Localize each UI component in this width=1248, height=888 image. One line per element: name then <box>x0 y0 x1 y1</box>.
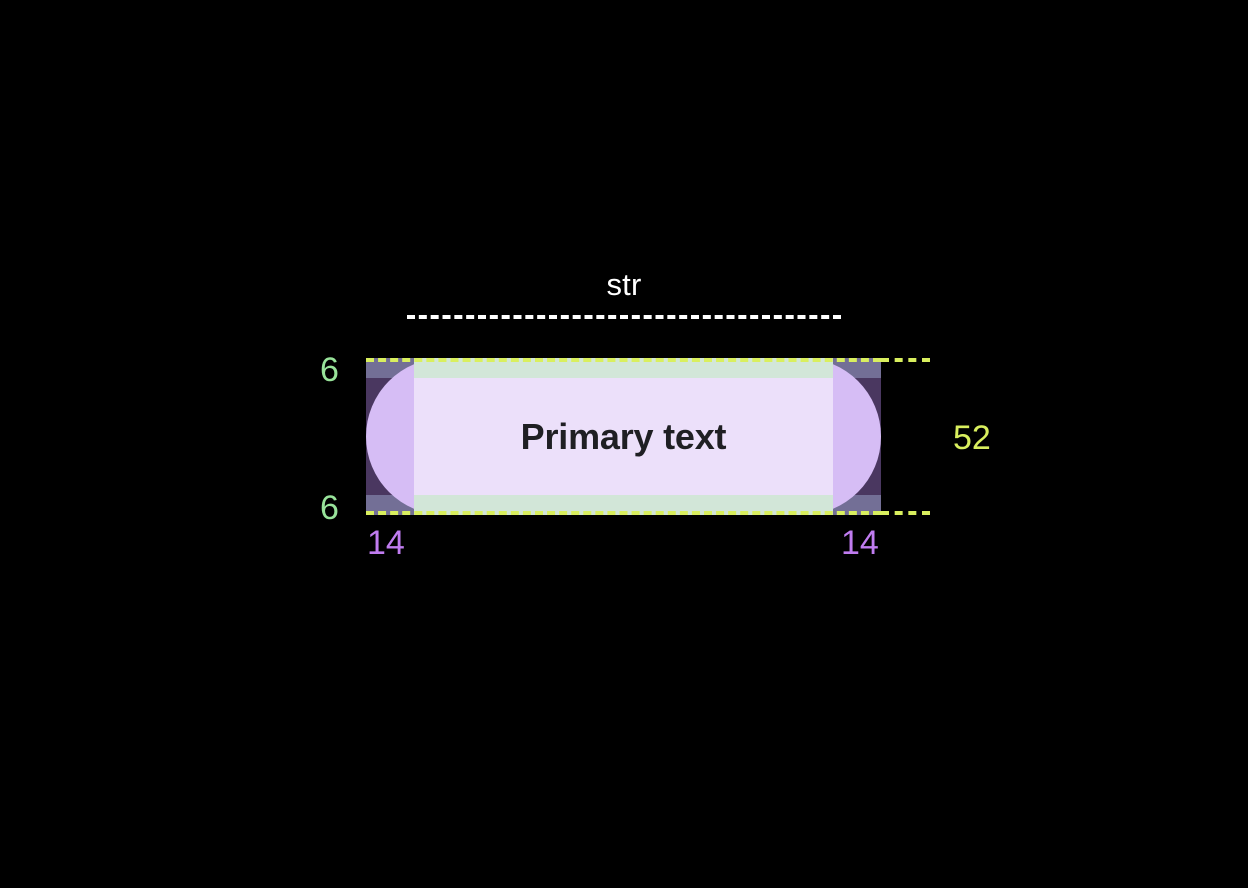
component-bounding-box[interactable]: Primary text <box>366 358 881 515</box>
annotation-padding-top: 6 <box>320 351 339 389</box>
annotation-inset-left: 14 <box>367 524 405 562</box>
height-extension-line-bottom <box>881 511 930 515</box>
content-box-region: Primary text <box>414 378 833 495</box>
annotation-inset-right: 14 <box>841 524 879 562</box>
width-measure-rule <box>407 315 841 319</box>
annotation-padding-bottom: 6 <box>320 489 339 527</box>
height-extension-line-top <box>881 358 930 362</box>
button-label: Primary text <box>520 415 727 457</box>
width-measure-label: str <box>606 267 642 302</box>
annotation-height: 52 <box>953 419 991 457</box>
